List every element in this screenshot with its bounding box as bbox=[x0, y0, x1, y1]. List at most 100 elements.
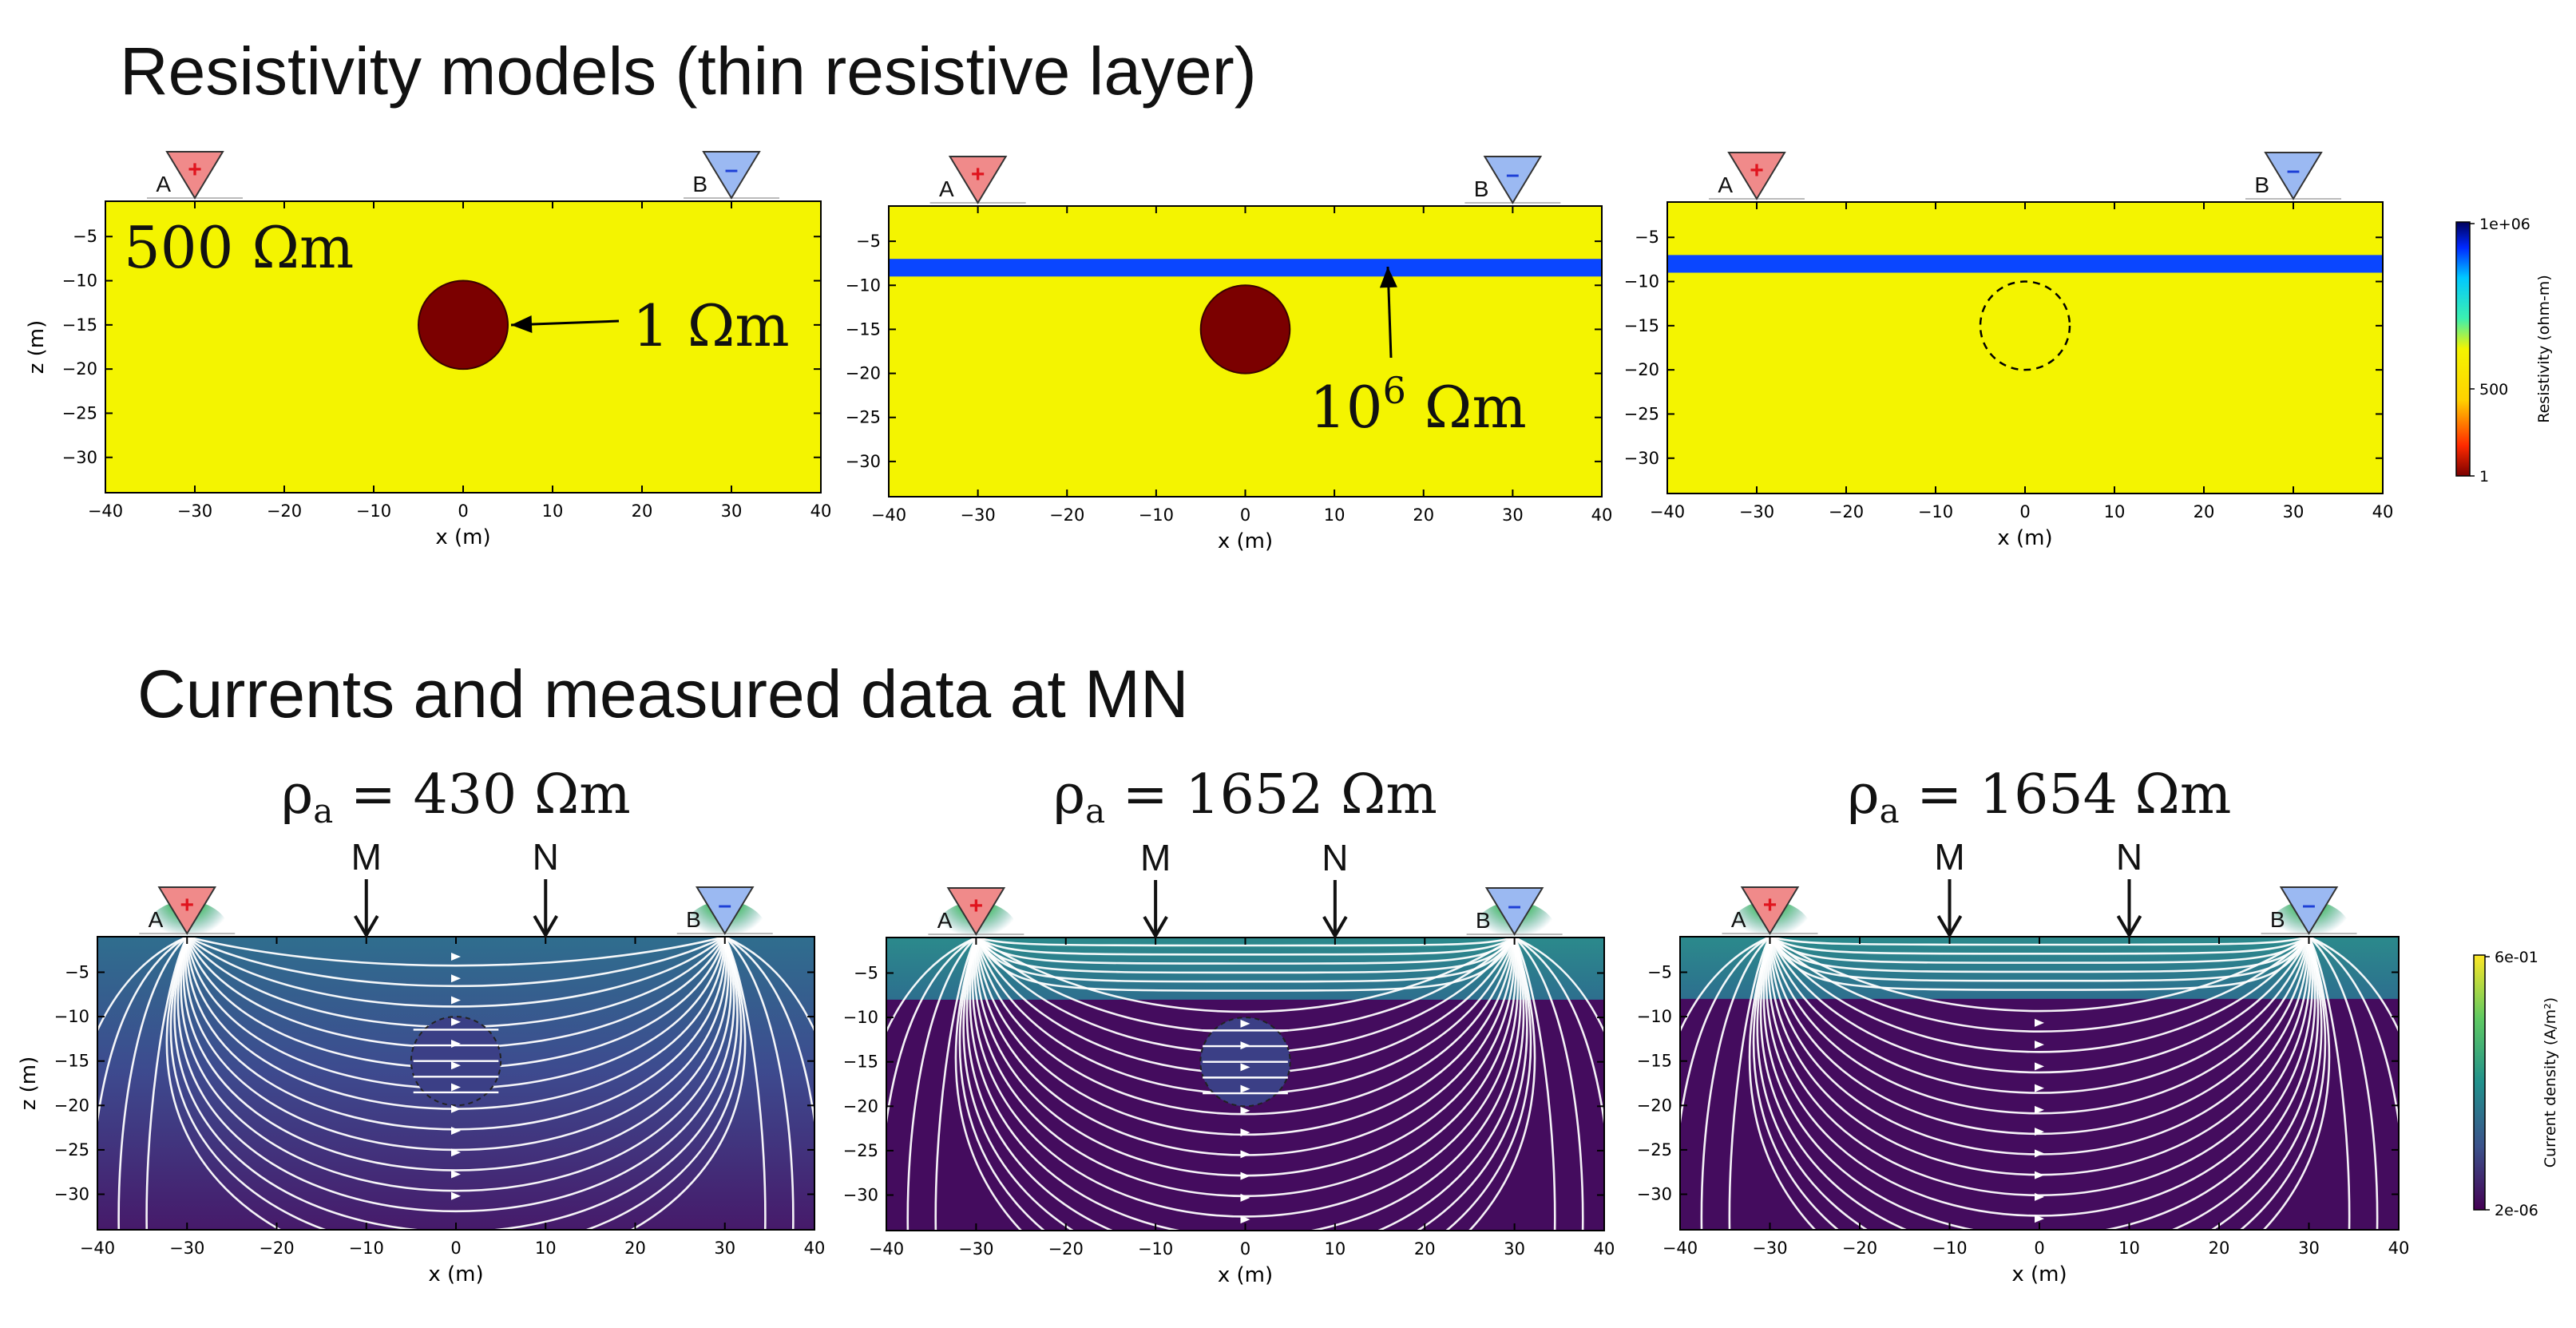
x-tick-label: 20 bbox=[1413, 505, 1434, 525]
streamlines bbox=[1680, 937, 2399, 1230]
stream-arrow bbox=[1240, 1019, 1250, 1028]
stream-arrow bbox=[1240, 1150, 1250, 1159]
x-tick-label: −30 bbox=[958, 1239, 993, 1259]
x-tick-label: 10 bbox=[2118, 1239, 2140, 1258]
streamline bbox=[976, 938, 1515, 947]
electrode-a-sign: + bbox=[1750, 157, 1764, 184]
y-tick-label: −5 bbox=[65, 962, 89, 981]
colorbar-tick-label: 1e+06 bbox=[2479, 216, 2530, 233]
layer-annotation-arrow-head bbox=[1379, 267, 1397, 288]
y-tick-label: −10 bbox=[54, 1007, 89, 1026]
streamline bbox=[958, 938, 1532, 1231]
electrode-b-triangle bbox=[1483, 156, 1543, 204]
electrode-n-label: N bbox=[1322, 837, 1348, 878]
electrode-a-label: A bbox=[1731, 907, 1746, 932]
streamline bbox=[97, 937, 188, 1033]
x-tick-label: 10 bbox=[535, 1239, 557, 1258]
streamline bbox=[1769, 937, 2310, 973]
colorbar-tick-label: 1 bbox=[2479, 468, 2489, 486]
stream-arrow bbox=[1240, 1084, 1250, 1093]
electrode-a-label: A bbox=[1718, 172, 1733, 197]
resistive-layer bbox=[1667, 255, 2383, 273]
streamline bbox=[180, 937, 732, 1192]
y-tick-label: −20 bbox=[1637, 1096, 1672, 1115]
y-tick-label: −5 bbox=[1635, 228, 1659, 247]
x-tick-label: −30 bbox=[1739, 502, 1774, 521]
x-tick-label: 30 bbox=[2283, 502, 2305, 521]
streamline bbox=[1769, 937, 2310, 1115]
electrode-b-sign: – bbox=[2287, 157, 2301, 184]
y-tick-label: −5 bbox=[856, 232, 881, 251]
x-tick-label: 20 bbox=[624, 1239, 646, 1258]
background-resistivity-label: 500 Ωm bbox=[124, 214, 354, 281]
stream-arrow bbox=[451, 1148, 461, 1157]
stream-arrow bbox=[2035, 1062, 2044, 1071]
x-axis-label: x (m) bbox=[435, 525, 490, 549]
streamline bbox=[1769, 937, 2310, 1074]
y-tick-label: −10 bbox=[843, 1008, 878, 1027]
streamline bbox=[1514, 938, 1604, 1034]
electrode-b-label: B bbox=[1476, 908, 1491, 933]
y-tick-label: −30 bbox=[54, 1185, 89, 1204]
electrode-b-triangle bbox=[2279, 886, 2339, 935]
y-tick-label: −5 bbox=[1647, 962, 1672, 981]
x-axis-label: x (m) bbox=[1218, 529, 1273, 553]
x-tick-label: 10 bbox=[1325, 1239, 1346, 1259]
streamline bbox=[186, 937, 726, 1008]
streamline bbox=[1769, 937, 2310, 1053]
y-tick-label: −5 bbox=[854, 963, 878, 982]
x-tick-label: 10 bbox=[2104, 502, 2126, 521]
electrode-b-triangle bbox=[702, 151, 761, 200]
x-tick-label: 0 bbox=[2034, 1239, 2044, 1258]
y-tick-label: −25 bbox=[62, 403, 97, 422]
streamline bbox=[1513, 938, 1604, 1130]
x-tick-label: 0 bbox=[1240, 505, 1250, 525]
x-tick-label: −10 bbox=[356, 501, 391, 521]
y-tick-label: −25 bbox=[843, 1141, 878, 1160]
stream-arrow bbox=[451, 1061, 461, 1070]
electrode-a-triangle bbox=[948, 156, 1008, 204]
x-tick-label: −20 bbox=[259, 1239, 294, 1258]
y-tick-label: −5 bbox=[73, 227, 97, 246]
layer-resistivity-label: 106 Ωm bbox=[1310, 369, 1527, 441]
electrode-m-arrow-head bbox=[1936, 914, 1963, 938]
streamline bbox=[173, 937, 739, 1230]
stream-arrow bbox=[451, 996, 461, 1005]
y-tick-label: −15 bbox=[62, 315, 97, 335]
electrode-m-label: M bbox=[351, 836, 382, 878]
x-axis-label: x (m) bbox=[2011, 1263, 2067, 1286]
streamline bbox=[975, 938, 1516, 1136]
streamline bbox=[145, 937, 188, 1230]
currents-section-title: Currents and measured data at MN bbox=[137, 656, 1189, 731]
x-tick-label: 20 bbox=[2194, 502, 2215, 521]
x-tick-label: 40 bbox=[2388, 1239, 2410, 1258]
stream-arrow bbox=[2035, 1084, 2044, 1092]
streamline bbox=[975, 938, 1516, 974]
electrode-m-label: M bbox=[1934, 836, 1964, 878]
colorbar-tick-label: 2e-06 bbox=[2495, 1202, 2538, 1219]
x-tick-label: −30 bbox=[1752, 1239, 1787, 1258]
streamline bbox=[182, 937, 730, 1171]
streamline bbox=[1700, 937, 1771, 1230]
electrode-b-sign: – bbox=[2302, 892, 2316, 918]
y-tick-label: −25 bbox=[1624, 404, 1659, 423]
x-tick-label: 0 bbox=[1240, 1239, 1250, 1259]
electrode-n-label: N bbox=[533, 836, 559, 878]
electrode-a-sign: + bbox=[1763, 892, 1777, 918]
streamline bbox=[1769, 937, 2310, 1136]
x-tick-label: −20 bbox=[1829, 502, 1864, 521]
streamline bbox=[886, 938, 977, 1130]
y-tick-label: −10 bbox=[1624, 272, 1659, 291]
stream-arrow bbox=[1240, 1063, 1250, 1072]
streamline bbox=[724, 937, 814, 1128]
y-tick-label: −30 bbox=[62, 448, 97, 467]
x-tick-label: 40 bbox=[804, 1239, 826, 1258]
stream-arrow bbox=[2035, 1149, 2044, 1158]
colorbar-tick-label: 500 bbox=[2479, 381, 2508, 398]
electrode-a-triangle bbox=[157, 886, 217, 935]
x-tick-label: −40 bbox=[871, 505, 906, 525]
streamlines bbox=[886, 938, 1604, 1231]
x-tick-label: −40 bbox=[1650, 502, 1685, 521]
